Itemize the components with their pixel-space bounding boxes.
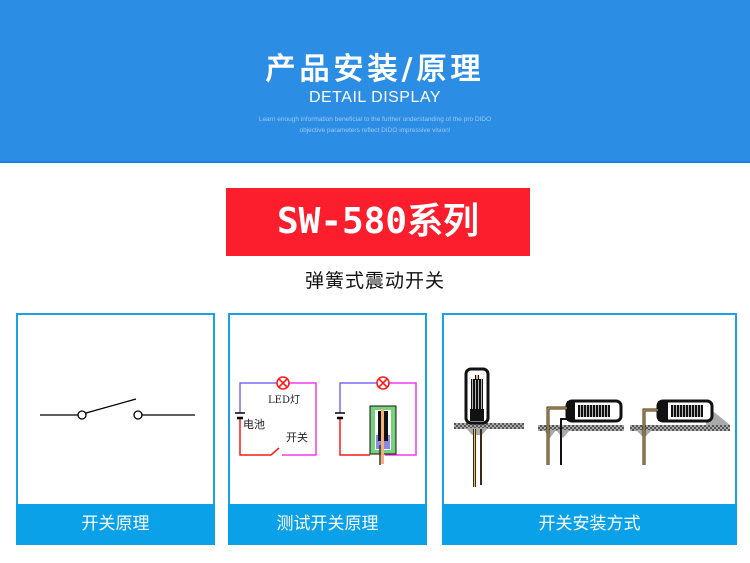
mounting-diagram [444,315,735,503]
panel-mounting-methods: 开关安装方式 [442,313,737,545]
header-description-line-1: Learn enough information beneficial to t… [258,116,492,123]
panel-test-switch-principle: LED灯 电池 开关 测试开关原理 [228,313,427,545]
page-subtitle: DETAIL DISPLAY [308,89,442,106]
series-subtitle: 弹簧式震动开关 [304,270,445,292]
panel-switch-principle: 开关原理 [16,313,215,545]
switch-label: 开关 [286,430,308,444]
series-suffix: 系列 [407,201,480,242]
page-title: 产品安装/原理 [265,52,485,87]
led-label: LED灯 [268,394,300,406]
series-code: SW-580 [276,201,408,242]
header-description-line-2: objective parameters reflect DIDO impres… [299,127,451,134]
panel-label: 开关原理 [16,504,215,545]
series-banner: SW-580系列 [226,188,530,256]
battery-label: 电池 [243,418,265,431]
test-circuit-diagram: LED灯 电池 开关 [230,315,425,503]
header-banner: 产品安装/原理 DETAIL DISPLAY Learn enough info… [0,0,750,163]
panel-label: 测试开关原理 [228,504,427,545]
switch-symbol-diagram [18,315,213,503]
panel-label: 开关安装方式 [442,504,737,545]
